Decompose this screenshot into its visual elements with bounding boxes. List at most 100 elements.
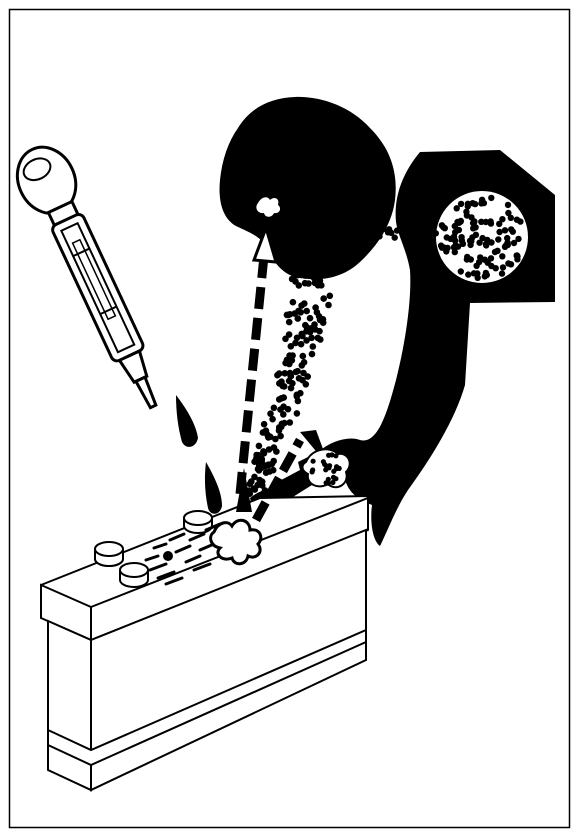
gas-dot — [296, 375, 303, 382]
gas-dot — [508, 261, 514, 267]
gas-dot — [327, 463, 332, 468]
gas-dot — [475, 275, 481, 281]
gas-dot — [385, 229, 391, 235]
gas-dot — [488, 239, 494, 245]
gas-dot — [263, 429, 270, 436]
gas-dot — [315, 335, 322, 342]
gas-dot — [464, 256, 470, 262]
gas-dot — [311, 459, 316, 464]
gas-dot — [297, 390, 304, 397]
gas-dot — [499, 216, 505, 222]
gas-dot — [304, 373, 311, 380]
gas-dot — [280, 403, 287, 410]
gas-dot — [483, 270, 489, 276]
gas-dot — [368, 234, 374, 240]
gas-dot — [336, 225, 342, 231]
gas-dot — [292, 278, 299, 285]
gas-dot — [364, 227, 370, 233]
gas-dot — [311, 264, 318, 271]
gas-dot — [267, 410, 274, 417]
gas-dot — [320, 295, 327, 302]
gas-dot — [251, 485, 258, 492]
gas-dot — [326, 481, 331, 486]
gas-dot — [331, 475, 336, 480]
gas-dot — [290, 299, 297, 306]
gas-dot — [493, 265, 499, 271]
gas-dot — [295, 272, 302, 279]
gas-dot — [290, 252, 297, 259]
gas-dot — [482, 257, 488, 263]
gas-dot — [433, 230, 439, 236]
gas-dot — [334, 464, 339, 469]
gas-dot — [455, 243, 461, 249]
gas-dot — [282, 370, 289, 377]
gas-dot — [439, 222, 445, 228]
gas-dot — [305, 280, 312, 287]
gas-dot — [321, 459, 326, 464]
gas-dot — [256, 477, 263, 484]
gas-dot — [508, 226, 514, 232]
gas-dot — [375, 224, 381, 230]
gas-dot — [289, 380, 296, 387]
gas-dot — [266, 446, 273, 453]
gas-dot — [499, 270, 505, 276]
gas-dot — [376, 233, 382, 239]
gas-dot — [287, 311, 294, 318]
gas-dot — [505, 202, 511, 208]
gas-dot — [476, 240, 482, 246]
gas-dot — [286, 319, 293, 326]
gas-dot — [420, 223, 426, 229]
gas-dot — [298, 341, 305, 348]
gas-dot — [256, 467, 263, 474]
gas-dot — [476, 259, 482, 265]
gas-dot — [327, 293, 334, 300]
gas-dot — [303, 308, 310, 315]
gas-dot — [312, 326, 319, 333]
vent-hole — [163, 551, 173, 561]
gas-dot — [472, 201, 478, 207]
gas-dot — [330, 480, 335, 485]
gas-dot — [451, 233, 457, 239]
gas-dot — [302, 272, 309, 279]
gas-dot — [299, 333, 306, 340]
gas-dot — [310, 343, 317, 350]
gas-dot — [479, 197, 485, 203]
gas-dot — [438, 242, 444, 248]
gas-dot — [248, 478, 255, 485]
gas-dot — [487, 218, 493, 224]
gas-dot — [500, 264, 506, 270]
gas-dot — [297, 259, 304, 266]
gas-dot — [326, 269, 333, 276]
gas-dot — [270, 467, 277, 474]
gas-dot — [286, 352, 293, 359]
gas-dot — [496, 229, 502, 235]
gas-dot — [505, 210, 511, 216]
gas-dot — [260, 448, 267, 455]
gas-dot — [504, 240, 510, 246]
gas-dot — [309, 351, 316, 358]
gas-dot — [307, 315, 314, 322]
gas-dot — [334, 232, 340, 238]
gas-dot — [426, 224, 432, 230]
gas-dot — [316, 313, 323, 320]
gas-dot — [418, 232, 424, 238]
gas-dot — [459, 238, 465, 244]
gas-dot — [511, 240, 517, 246]
gas-dot — [394, 227, 400, 233]
gas-dot — [274, 372, 281, 379]
gas-dot — [488, 255, 494, 261]
gas-dot — [301, 300, 308, 307]
gas-dot — [278, 378, 285, 385]
battery-terminal — [95, 542, 123, 566]
battery-terminal — [120, 563, 148, 587]
gas-dot — [471, 218, 477, 224]
gas-dot — [502, 227, 508, 233]
gas-dot — [454, 205, 460, 211]
gas-dot — [444, 234, 450, 240]
gas-dot — [299, 362, 306, 369]
gas-dot — [287, 372, 294, 379]
gas-dot — [278, 424, 285, 431]
gas-dot — [317, 277, 324, 284]
gas-dot — [464, 212, 470, 218]
